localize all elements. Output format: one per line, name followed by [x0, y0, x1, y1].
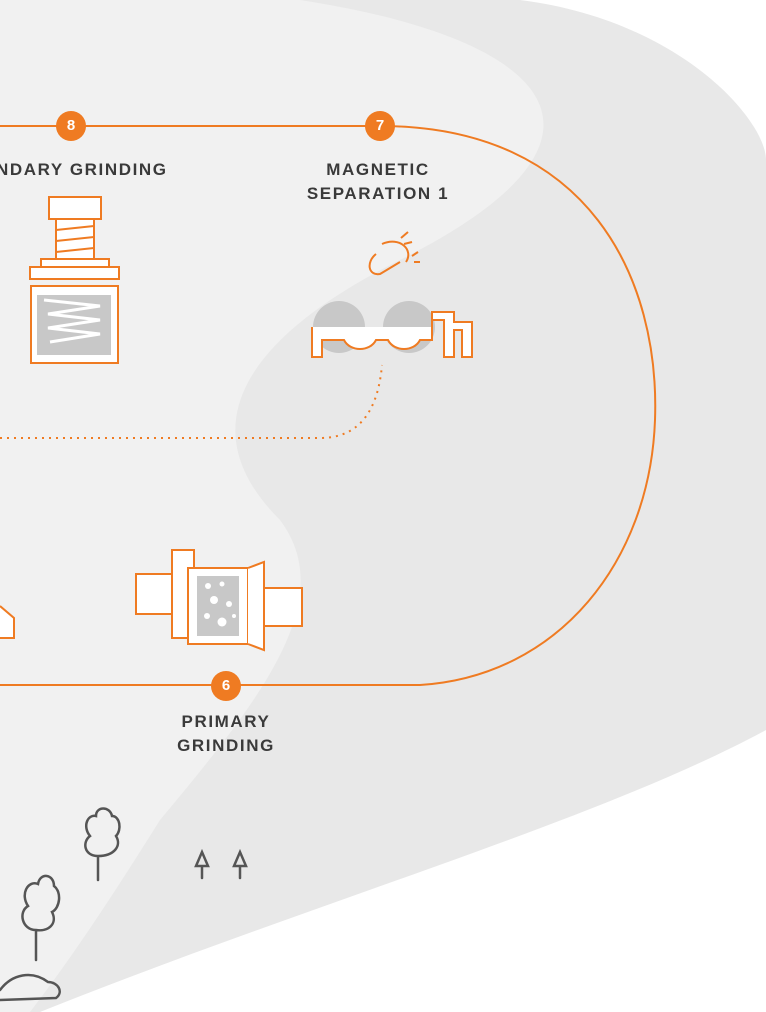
- step-6-label-line2: GRINDING: [177, 736, 275, 755]
- step-8-label-text: NDARY GRINDING: [0, 160, 168, 179]
- primary-grinding-mill-icon: [135, 549, 303, 652]
- partial-building-icon: [0, 605, 15, 639]
- dotted-connector: [0, 364, 383, 439]
- step-7-label: MAGNETIC SEPARATION 1: [278, 158, 478, 206]
- step-7-badge: 7: [365, 111, 395, 141]
- step-6-badge: 6: [211, 671, 241, 701]
- tree-icon: [21, 807, 248, 962]
- magnet-icon: [368, 231, 420, 276]
- magnetic-separator-icon: [311, 301, 473, 358]
- step-7-label-line1: MAGNETIC: [326, 160, 430, 179]
- step-7-label-line2: SEPARATION 1: [306, 184, 450, 203]
- step-8-badge: 8: [56, 111, 86, 141]
- step-8-label: NDARY GRINDING: [0, 158, 168, 182]
- secondary-grinder-icon: [29, 196, 120, 364]
- rock-icon: [0, 973, 61, 1002]
- process-flow-line: [0, 125, 657, 686]
- step-6-label-line1: PRIMARY: [181, 712, 271, 731]
- step-6-label: PRIMARY GRINDING: [126, 710, 326, 758]
